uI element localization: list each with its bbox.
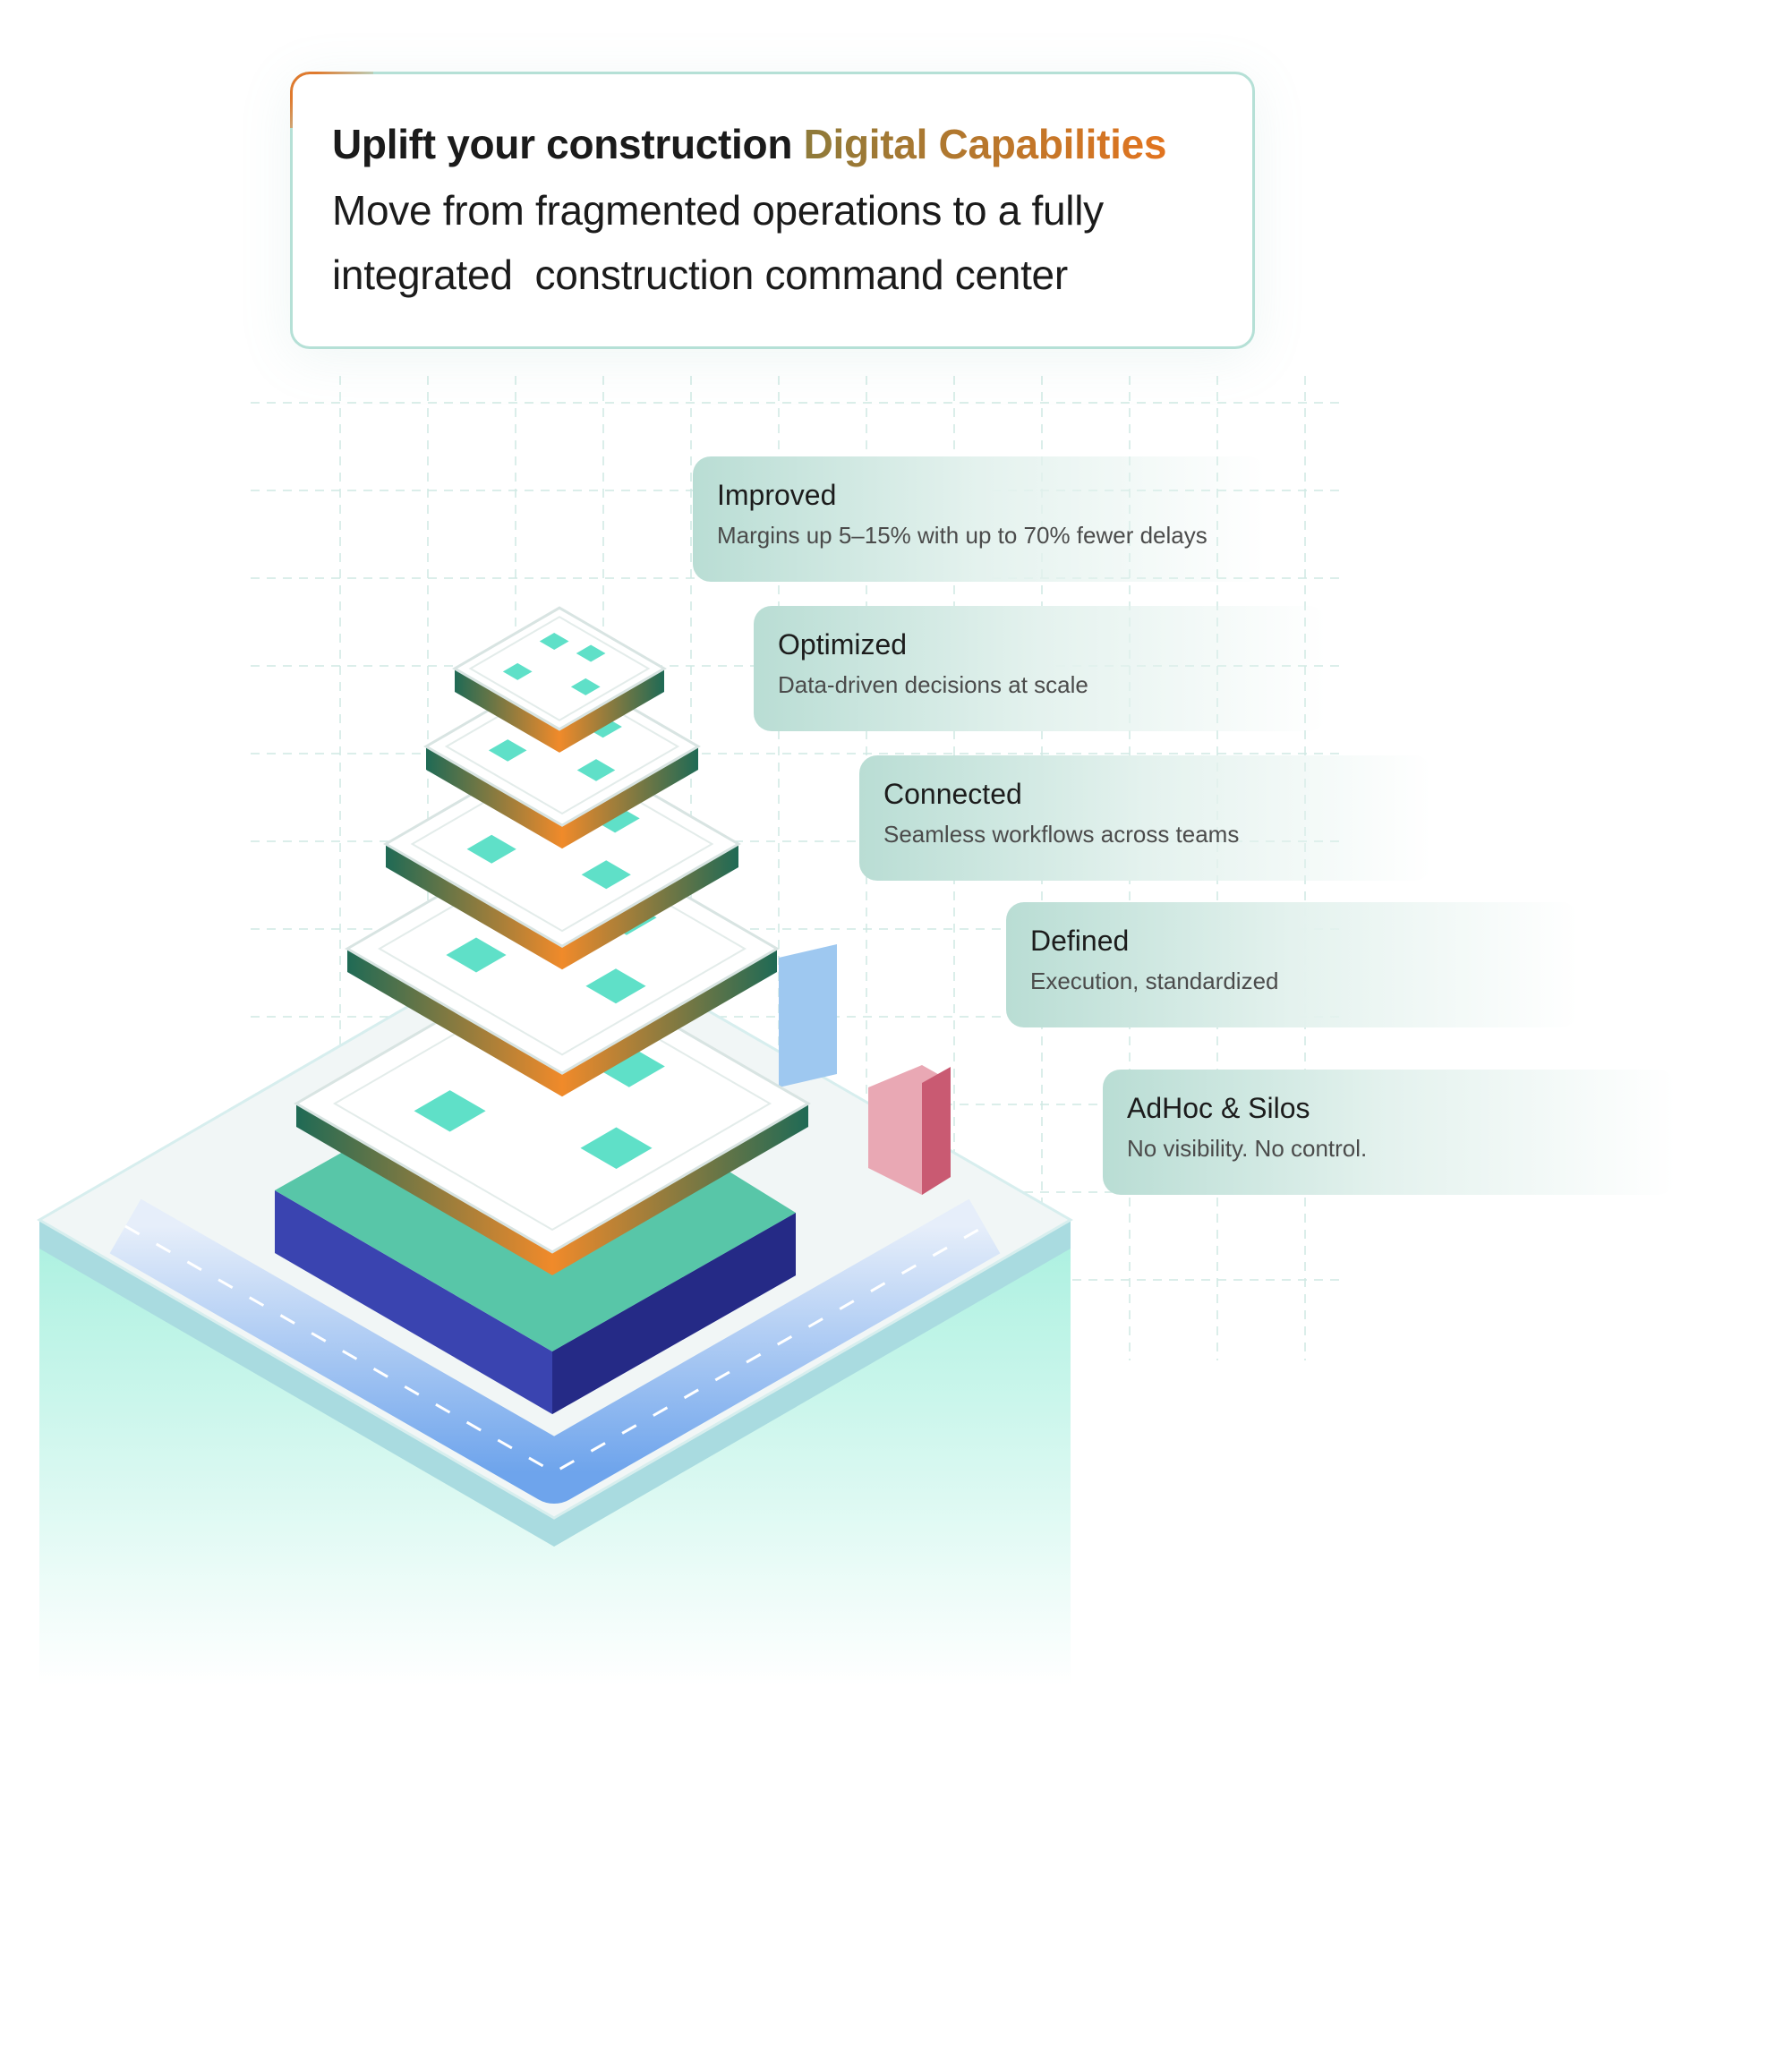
stage-description: Data-driven decisions at scale (778, 671, 1088, 698)
stage-card-optimized: Optimized Data-driven decisions at scale (754, 606, 1327, 731)
hero-card: Uplift your construction Digital Capabil… (290, 72, 1255, 349)
room-tile (593, 1045, 665, 1087)
side-building (779, 944, 951, 1195)
room-tile (446, 937, 507, 973)
hero-title-accent: Digital Capabilities (803, 121, 1167, 167)
hero-title: Uplift your construction Digital Capabil… (332, 117, 1213, 171)
room-tile (581, 860, 631, 890)
stage-card-connected: Connected Seamless workflows across team… (859, 755, 1432, 881)
room-tile (590, 804, 640, 833)
stage-description: Margins up 5–15% with up to 70% fewer de… (717, 522, 1207, 549)
room-tile (539, 632, 569, 650)
stage-card-improved: Improved Margins up 5–15% with up to 70%… (693, 456, 1266, 582)
hero-title-prefix: Uplift your construction (332, 121, 804, 167)
room-tile (488, 739, 527, 762)
hero-subtitle: Move from fragmented operations to a ful… (332, 187, 1104, 298)
stage-description: No visibility. No control. (1127, 1135, 1368, 1162)
room-tile (570, 678, 601, 695)
stage-title: Defined (1030, 925, 1130, 957)
room-tile (466, 834, 516, 864)
layer-slab (452, 606, 667, 753)
room-tile (502, 662, 533, 680)
room-tile (580, 1127, 653, 1169)
road-markings (124, 1224, 986, 1474)
stage-card-defined: Defined Execution, standardized (1006, 902, 1579, 1027)
stage-title: AdHoc & Silos (1127, 1092, 1310, 1124)
room-tile (585, 968, 646, 1004)
stage-title: Optimized (778, 628, 908, 661)
stage-title: Improved (717, 479, 837, 511)
stage-card-adhoc-silos: AdHoc & Silos No visibility. No control. (1103, 1070, 1676, 1195)
capability-layers (294, 606, 811, 1275)
room-tile (576, 644, 606, 662)
stage-description: Execution, standardized (1030, 968, 1279, 994)
room-tile (414, 1090, 486, 1132)
stage-title: Connected (883, 778, 1022, 810)
room-tile (576, 759, 616, 781)
stage-description: Seamless workflows across teams (883, 821, 1240, 848)
